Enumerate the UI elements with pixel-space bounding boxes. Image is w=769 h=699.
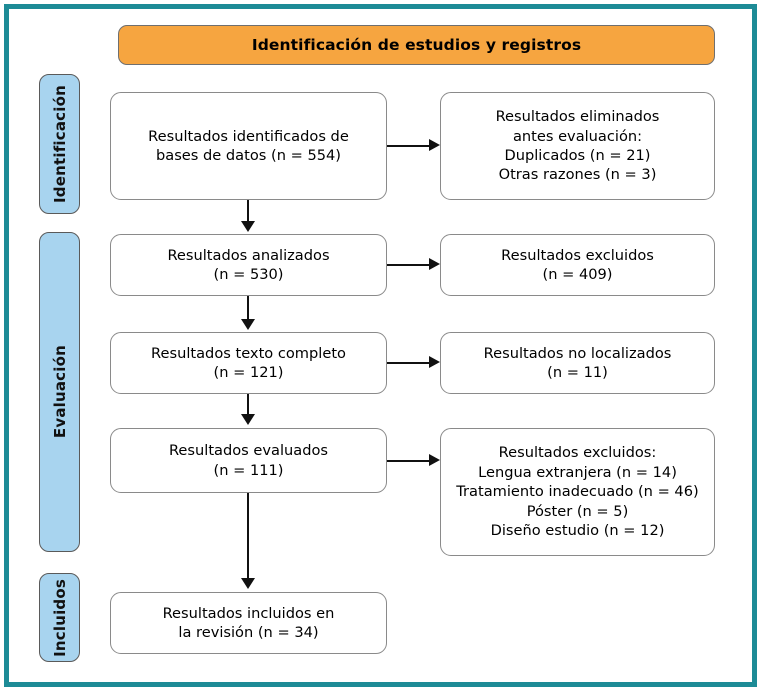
box-line: bases de datos (n = 554) [155,147,341,164]
box-line: Resultados texto completo [151,344,346,362]
box-resultados-evaluados: Resultados evaluados (n = 111) [110,428,387,493]
banner-title: Identificación de estudios y registros [251,36,582,54]
box-line: (n = 111) [213,461,284,479]
box-line: Lengua extranjera (n = 14) [478,463,677,481]
box-resultados-texto-completo: Resultados texto completo (n = 121) [110,332,387,394]
stage-pill-identificacion-label: Identificación [50,85,69,203]
stage-pill-incluidos-label: Incluidos [50,578,69,657]
stage-pill-evaluacion: Evaluación [39,232,80,552]
box-line: Resultados analizados [167,246,330,264]
box-line: Resultados excluidos: [498,444,657,462]
box-line: la revisión (n = 34) [178,624,319,641]
stage-pill-evaluacion-label: Evaluación [50,345,69,439]
box-line: antes evaluación: [512,127,643,145]
box-resultados-identificados: Resultados identificados de bases de dat… [110,92,387,200]
box-line: (n = 11) [547,364,608,381]
box-resultados-excluidos-cribado: Resultados excluidos (n = 409) [440,234,715,296]
banner-identificacion: Identificación de estudios y registros [118,25,715,65]
box-line: Resultados eliminados [495,108,660,126]
stage-pill-identificacion: Identificación [39,74,80,214]
box-line: Resultados excluidos [501,246,654,264]
box-line: Resultados identificados de [148,127,349,145]
box-line: Tratamiento inadecuado (n = 46) [456,483,699,501]
box-resultados-incluidos: Resultados incluidos en la revisión (n =… [110,592,387,654]
box-resultados-eliminados: Resultados eliminados antes evaluación: … [440,92,715,200]
box-resultados-no-localizados: Resultados no localizados (n = 11) [440,332,715,394]
box-line: Otras razones (n = 3) [498,166,657,184]
box-line: (n = 121) [213,364,284,381]
box-line: (n = 409) [542,266,613,283]
box-line: Diseño estudio (n = 12) [490,522,665,540]
box-line: Resultados evaluados [168,442,329,460]
box-line: Duplicados (n = 21) [504,147,651,164]
stage-pill-incluidos: Incluidos [39,573,80,662]
box-resultados-excluidos-elegibilidad: Resultados excluidos: Lengua extranjera … [440,428,715,556]
box-line: (n = 530) [213,266,284,283]
box-line: Resultados no localizados [483,344,672,362]
box-resultados-analizados: Resultados analizados (n = 530) [110,234,387,296]
box-line: Resultados incluidos en [162,604,335,622]
box-line: Póster (n = 5) [526,502,629,520]
